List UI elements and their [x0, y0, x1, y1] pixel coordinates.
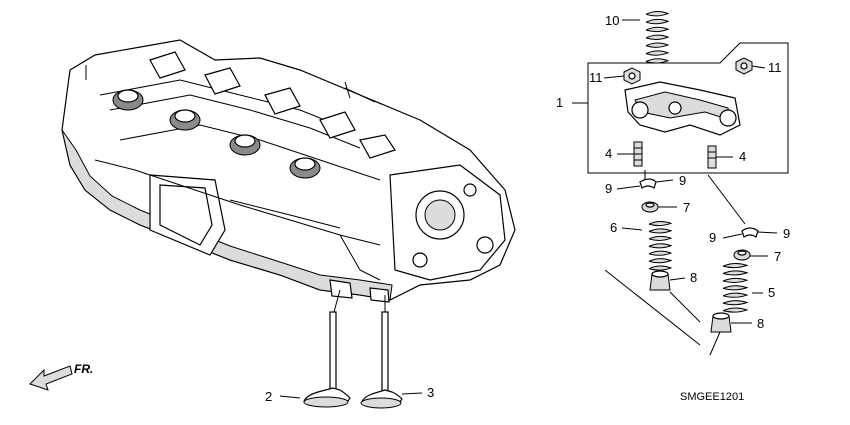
lifter-bores	[112, 89, 321, 179]
spring-coil	[722, 285, 749, 291]
callout-11-left: 11	[589, 70, 603, 85]
spring-coil	[722, 277, 749, 283]
front-direction-label: FR.	[74, 362, 93, 376]
rocker-arm	[624, 81, 741, 136]
spring-coil	[648, 235, 673, 241]
callout-4-left: 4	[605, 146, 612, 161]
exhaust-valve	[360, 311, 403, 409]
callout-3: 3	[427, 385, 434, 400]
valve-spring-left	[648, 220, 673, 271]
rocker-nut-right	[735, 57, 753, 75]
spring-coil	[645, 58, 670, 64]
callout-2: 2	[265, 389, 272, 404]
spring-coil	[645, 26, 670, 33]
callout-9-d: 9	[783, 226, 790, 241]
callout-7-right: 7	[774, 249, 781, 264]
guide-line	[707, 174, 746, 225]
spring-coil	[645, 18, 670, 25]
callout-1: 1	[556, 95, 563, 110]
adjusting-screw-left	[633, 141, 643, 167]
spring-coil	[648, 265, 673, 271]
callout-6: 6	[610, 220, 617, 235]
spring-coil	[645, 42, 670, 48]
callout-11-right: 11	[768, 60, 782, 75]
spring-coil	[722, 300, 749, 306]
cylinder-head	[61, 39, 516, 303]
spring-coil	[648, 258, 673, 264]
spring-coil	[645, 11, 670, 17]
adjusting-screw-right	[707, 145, 717, 169]
seal-left	[649, 270, 671, 291]
spring-coil	[648, 220, 673, 227]
callout-9-a: 9	[605, 181, 612, 196]
callout-9-c: 9	[709, 230, 716, 245]
guide-line	[709, 331, 721, 356]
spring-coil	[648, 243, 673, 249]
spring-coil	[648, 250, 673, 256]
front-direction-arrow-icon	[29, 365, 73, 391]
guide-line	[604, 269, 701, 346]
callout-8-left: 8	[690, 270, 697, 285]
seal-right	[710, 312, 732, 333]
spring-coil	[645, 34, 670, 40]
retainer-right	[733, 249, 751, 261]
guide-line	[669, 291, 701, 323]
spring-coil	[722, 307, 749, 313]
intake-valve	[303, 311, 351, 408]
diagram-code: SMGEE1201	[680, 391, 744, 403]
callout-4-right: 4	[739, 149, 746, 164]
valve-spring-right	[722, 262, 749, 313]
callout-8-right: 8	[757, 316, 764, 331]
spring-coil	[722, 292, 749, 298]
callout-9-b: 9	[679, 173, 686, 188]
cotter-left	[639, 178, 657, 189]
rocker-nut-left	[623, 67, 641, 85]
callout-10: 10	[605, 13, 619, 28]
callout-5: 5	[768, 285, 775, 300]
spring-coil	[722, 270, 749, 276]
spring-coil	[722, 262, 749, 269]
intake-valve-guideline	[333, 289, 341, 313]
leader-lines	[279, 19, 778, 399]
callout-7-left: 7	[683, 200, 690, 215]
retainer-left	[641, 201, 659, 213]
cotter-right	[741, 227, 759, 238]
rocker-arm-assembly-frame	[587, 42, 789, 174]
spring-coil	[648, 228, 673, 234]
spring-coil	[645, 50, 670, 56]
valve-spring-top	[645, 11, 670, 64]
